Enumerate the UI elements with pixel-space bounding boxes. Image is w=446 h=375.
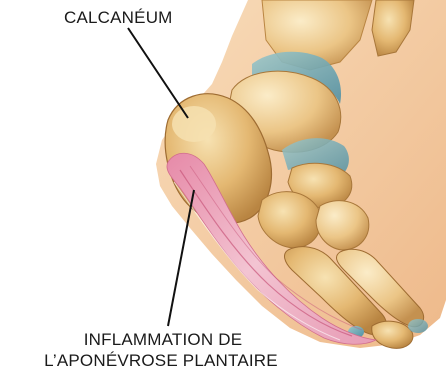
calcaneum-leader-line (128, 28, 188, 118)
inflammation-label-line1: INFLAMMATION DE (32, 330, 294, 349)
calcaneum-label: CALCANÉUM (64, 8, 173, 27)
toe-joint-cartilage (408, 319, 428, 333)
calcaneus-tuberosity (172, 106, 216, 142)
inflammation-label-line2: L’APONÉVROSE PLANTAIRE (2, 351, 320, 370)
